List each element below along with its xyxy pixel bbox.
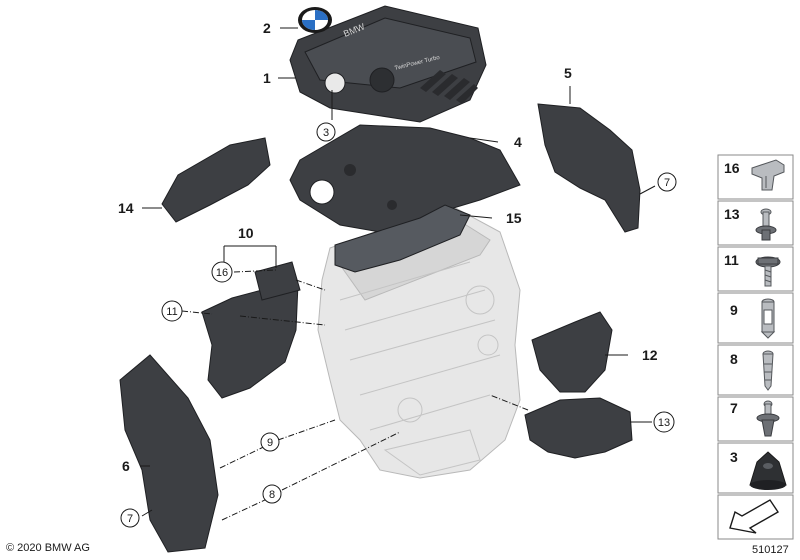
svg-text:3: 3 bbox=[730, 449, 738, 465]
spreading-rivet-icon bbox=[762, 350, 774, 391]
svg-text:11: 11 bbox=[724, 252, 739, 268]
intake-manifold-cover[interactable] bbox=[334, 204, 471, 273]
callout-14: 14 bbox=[118, 200, 134, 216]
rubber-grommet-icon bbox=[749, 451, 787, 490]
legend-item-13[interactable]: 13 bbox=[717, 200, 794, 246]
leader-lines bbox=[140, 27, 656, 521]
svg-text:11: 11 bbox=[166, 306, 177, 318]
stud-icon bbox=[760, 298, 776, 339]
svg-text:7: 7 bbox=[664, 177, 670, 189]
front-cover-assembly[interactable] bbox=[201, 261, 301, 399]
expansion-rivet-icon bbox=[755, 208, 777, 241]
svg-text:13: 13 bbox=[724, 206, 740, 222]
callout-7a-circle: 7 bbox=[657, 172, 677, 192]
callout-6: 6 bbox=[122, 458, 130, 474]
svg-text:9: 9 bbox=[267, 437, 273, 449]
callout-16-circle: 16 bbox=[211, 261, 233, 283]
diagram-id: 510127 bbox=[752, 544, 789, 556]
svg-text:16: 16 bbox=[724, 160, 740, 176]
right-bracket-lower[interactable] bbox=[524, 397, 633, 459]
svg-text:9: 9 bbox=[730, 302, 738, 318]
right-bracket-upper[interactable] bbox=[531, 311, 613, 393]
hardware-legend: 16 13 11 bbox=[717, 154, 794, 540]
callout-11-circle: 11 bbox=[161, 300, 183, 322]
callout-13-circle: 13 bbox=[653, 411, 675, 433]
directional-arrow-icon bbox=[729, 499, 779, 534]
push-rivet-icon bbox=[756, 400, 780, 437]
heat-shield-right[interactable] bbox=[537, 103, 641, 233]
cover-vents bbox=[420, 70, 478, 104]
bmw-emblem[interactable] bbox=[298, 7, 332, 33]
callout-9-circle: 9 bbox=[260, 432, 280, 452]
copyright-text: © 2020 BMW AG bbox=[6, 542, 90, 554]
callout-2: 2 bbox=[263, 20, 271, 36]
callout-labels: 2 1 4 5 15 14 10 12 6 3 7 16 11 13 bbox=[118, 20, 677, 528]
svg-text:7: 7 bbox=[730, 400, 738, 416]
callout-4: 4 bbox=[514, 134, 522, 150]
svg-text:8: 8 bbox=[730, 351, 738, 367]
legend-item-3[interactable]: 3 bbox=[717, 442, 794, 494]
callout-1: 1 bbox=[263, 70, 271, 86]
callout-10: 10 bbox=[238, 225, 254, 241]
legend-item-16[interactable]: 16 bbox=[717, 154, 794, 200]
svg-text:3: 3 bbox=[323, 127, 329, 139]
legend-item-7[interactable]: 7 bbox=[717, 396, 794, 442]
svg-text:16: 16 bbox=[216, 267, 228, 279]
legend-item-9[interactable]: 9 bbox=[717, 292, 794, 344]
svg-text:8: 8 bbox=[269, 489, 275, 501]
callout-7b-circle: 7 bbox=[120, 508, 140, 528]
legend-item-8[interactable]: 8 bbox=[717, 344, 794, 396]
callout-8-circle: 8 bbox=[262, 484, 282, 504]
legend-arrow-tile bbox=[717, 494, 794, 540]
engine-cover[interactable]: BMW TwinPower Turbo bbox=[289, 5, 487, 123]
callout-15: 15 bbox=[506, 210, 522, 226]
heat-shield-left[interactable] bbox=[119, 354, 219, 553]
svg-text:7: 7 bbox=[127, 513, 133, 525]
callout-3-circle: 3 bbox=[316, 122, 336, 142]
callout-12: 12 bbox=[642, 347, 658, 363]
legend-item-11[interactable]: 11 bbox=[717, 246, 794, 292]
left-bracket[interactable] bbox=[161, 137, 271, 223]
callout-5: 5 bbox=[564, 65, 572, 81]
acoustic-cover[interactable] bbox=[289, 124, 521, 233]
clip-icon bbox=[751, 159, 785, 191]
svg-text:13: 13 bbox=[658, 417, 670, 429]
hex-bolt-icon bbox=[755, 256, 781, 287]
